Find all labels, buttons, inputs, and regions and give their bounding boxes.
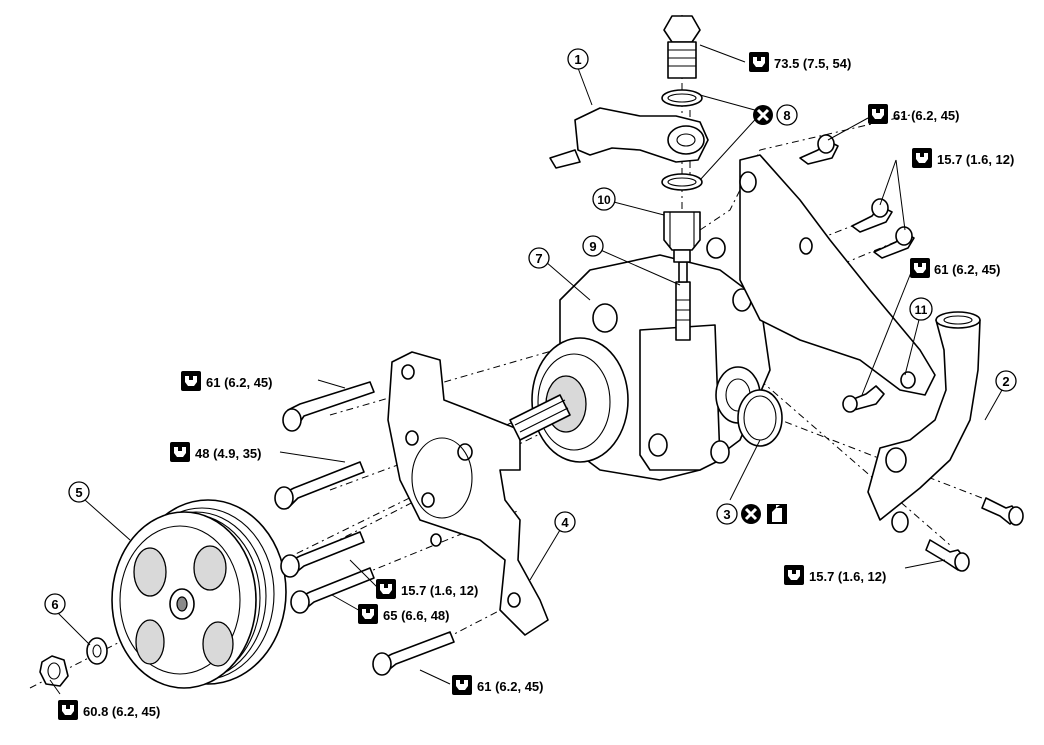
torque-lower-1-value: 15.7 (1.6, 12) bbox=[401, 583, 478, 598]
callout-3-label: 3 bbox=[723, 507, 730, 522]
callout-2: 2 bbox=[995, 370, 1017, 392]
do-not-reuse-icon bbox=[751, 103, 775, 127]
callout-4-label: 4 bbox=[561, 515, 569, 530]
bolt-lower-1 bbox=[280, 531, 365, 578]
torque-wrench-icon bbox=[868, 104, 888, 124]
callout-6: 6 bbox=[44, 593, 66, 615]
bolt-small-2 bbox=[873, 226, 915, 259]
torque-small-bolts-value: 15.7 (1.6, 12) bbox=[937, 152, 1014, 167]
callout-9: 9 bbox=[582, 235, 604, 257]
callout-4: 4 bbox=[554, 511, 576, 533]
torque-wrench-icon bbox=[910, 258, 930, 278]
torque-bracket-lower-value: 61 (6.2, 45) bbox=[934, 262, 1001, 277]
torque-wrench-icon bbox=[784, 565, 804, 585]
rear-bracket bbox=[739, 154, 936, 396]
bolt-small-1 bbox=[851, 198, 893, 233]
bolt-pipe-lower bbox=[925, 539, 970, 572]
pulley bbox=[111, 499, 287, 689]
bolt-bracket-lower bbox=[842, 385, 885, 413]
callout-3-symbols bbox=[739, 502, 787, 526]
callout-7-label: 7 bbox=[535, 251, 542, 266]
torque-pipe: 15.7 (1.6, 12) bbox=[784, 565, 886, 585]
torque-bracket-top: 61 (6.2, 45) bbox=[868, 104, 960, 124]
bolt-left bbox=[282, 381, 375, 432]
callout-10-label: 10 bbox=[597, 193, 611, 207]
callout-5-label: 5 bbox=[75, 485, 82, 500]
callout-11: 11 bbox=[909, 297, 933, 321]
suction-pipe bbox=[867, 311, 981, 533]
callout-2-label: 2 bbox=[1002, 374, 1009, 389]
torque-wrench-icon bbox=[912, 148, 932, 168]
torque-wrench-icon bbox=[181, 371, 201, 391]
torque-wrench-icon bbox=[749, 52, 769, 72]
callout-10: 10 bbox=[592, 187, 616, 211]
valve-cap bbox=[706, 237, 726, 259]
torque-bottom-value: 61 (6.2, 45) bbox=[477, 679, 544, 694]
bolt-pipe-right bbox=[981, 497, 1024, 526]
callout-5: 5 bbox=[68, 481, 90, 503]
callout-9-label: 9 bbox=[589, 239, 596, 254]
torque-wrench-icon bbox=[358, 604, 378, 624]
mounting-bracket bbox=[387, 351, 549, 636]
pump-body bbox=[509, 254, 771, 481]
bolt-lower-2 bbox=[290, 567, 375, 614]
high-pressure-line bbox=[549, 107, 709, 169]
torque-wrench-icon bbox=[170, 442, 190, 462]
torque-lower-2-value: 65 (6.6, 48) bbox=[383, 608, 450, 623]
apply-fluid-icon bbox=[767, 504, 787, 524]
callout-1-label: 1 bbox=[574, 52, 581, 67]
torque-wrench-icon bbox=[452, 675, 472, 695]
torque-lower-2: 65 (6.6, 48) bbox=[358, 604, 450, 624]
callout-1: 1 bbox=[567, 48, 589, 70]
torque-fitting: 73.5 (7.5, 54) bbox=[749, 52, 851, 72]
bolt-bottom bbox=[372, 631, 455, 676]
do-not-reuse-icon bbox=[739, 502, 763, 526]
o-ring-upper bbox=[661, 89, 703, 107]
torque-bottom: 61 (6.2, 45) bbox=[452, 675, 544, 695]
callout-3: 3 bbox=[716, 503, 738, 525]
pulley-nut bbox=[39, 655, 69, 687]
torque-mid-bolt: 48 (4.9, 35) bbox=[170, 442, 262, 462]
torque-nut-value: 60.8 (6.2, 45) bbox=[83, 704, 160, 719]
bolt-mid bbox=[274, 461, 365, 510]
torque-small-bolts: 15.7 (1.6, 12) bbox=[912, 148, 1014, 168]
callout-11-label: 11 bbox=[915, 303, 928, 317]
torque-wrench-icon bbox=[58, 700, 78, 720]
torque-left-bolt-value: 61 (6.2, 45) bbox=[206, 375, 273, 390]
torque-left-bolt: 61 (6.2, 45) bbox=[181, 371, 273, 391]
callout-6-label: 6 bbox=[51, 597, 58, 612]
gasket bbox=[737, 389, 783, 447]
torque-pipe-value: 15.7 (1.6, 12) bbox=[809, 569, 886, 584]
torque-mid-bolt-value: 48 (4.9, 35) bbox=[195, 446, 262, 461]
callout-8-label: 8 bbox=[783, 108, 790, 123]
callout-8: 8 bbox=[751, 103, 798, 127]
torque-lower-1: 15.7 (1.6, 12) bbox=[376, 579, 478, 599]
torque-nut: 60.8 (6.2, 45) bbox=[58, 700, 160, 720]
bolt-bracket-top bbox=[799, 134, 839, 165]
torque-bracket-lower: 61 (6.2, 45) bbox=[910, 258, 1001, 278]
eye-bolt bbox=[663, 15, 701, 79]
torque-fitting-value: 73.5 (7.5, 54) bbox=[774, 56, 851, 71]
washer bbox=[86, 637, 108, 665]
callout-7: 7 bbox=[528, 247, 550, 269]
connector-fitting bbox=[663, 211, 701, 263]
flow-control-valve bbox=[675, 261, 691, 341]
o-ring-lower bbox=[661, 173, 703, 191]
torque-bracket-top-value: 61 (6.2, 45) bbox=[893, 108, 960, 123]
torque-wrench-icon bbox=[376, 579, 396, 599]
